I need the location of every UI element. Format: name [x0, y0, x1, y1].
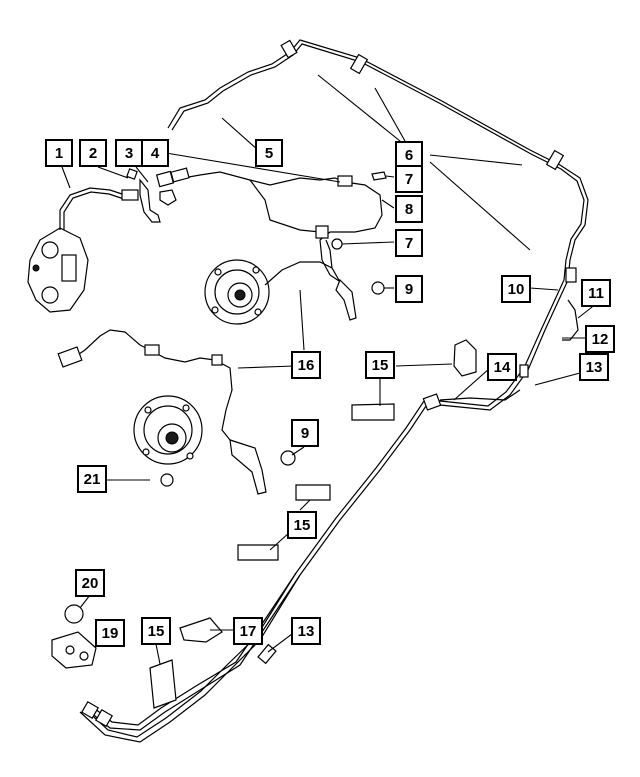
callout-9-lower: 9 — [291, 419, 319, 447]
callout-17-label: 17 — [240, 623, 257, 640]
callout-7-lower: 7 — [395, 229, 423, 257]
callout-13-lower-label: 13 — [298, 623, 315, 640]
callout-17: 17 — [233, 617, 263, 645]
callout-12-label: 12 — [592, 331, 609, 348]
callout-3-label: 3 — [125, 145, 133, 162]
callout-15-middle: 15 — [287, 511, 317, 539]
hub-bearing-lower — [133, 395, 267, 495]
callout-1-label: 1 — [55, 145, 63, 162]
callout-boxes: 1 2 3 4 5 6 7 8 7 9 10 11 12 13 14 15 16… — [45, 139, 615, 647]
callout-2-label: 2 — [89, 145, 97, 162]
retaining-clips — [149, 339, 477, 709]
callout-10-label: 10 — [508, 281, 525, 298]
callout-9-upper-label: 9 — [405, 281, 413, 298]
callout-15-upper: 15 — [365, 351, 395, 379]
callout-19-label: 19 — [102, 625, 119, 642]
callout-9-lower-label: 9 — [301, 425, 309, 442]
brake-caliper — [27, 187, 139, 313]
callout-13-lower: 13 — [291, 617, 321, 645]
callout-15-middle-label: 15 — [294, 517, 311, 534]
callout-6: 6 — [395, 141, 423, 169]
hose-clip-parts — [126, 168, 177, 223]
callout-12: 12 — [585, 325, 615, 353]
callout-21: 21 — [77, 465, 107, 493]
callout-4: 4 — [141, 139, 169, 167]
callout-10: 10 — [501, 275, 531, 303]
callout-1: 1 — [45, 139, 73, 167]
callout-15-lower: 15 — [141, 617, 171, 645]
sensor-wire-upper — [155, 167, 383, 316]
callout-14-label: 14 — [494, 359, 511, 376]
callout-9-upper: 9 — [395, 275, 423, 303]
callout-2: 2 — [79, 139, 107, 167]
callout-19: 19 — [95, 619, 125, 647]
callout-5: 5 — [255, 139, 283, 167]
callout-7-upper: 7 — [395, 165, 423, 193]
callout-21-label: 21 — [84, 471, 101, 488]
callout-6-label: 6 — [405, 147, 413, 164]
callout-8: 8 — [395, 195, 423, 223]
callout-8-label: 8 — [405, 201, 413, 218]
hub-bearing-upper — [204, 239, 357, 325]
callout-11: 11 — [581, 279, 611, 307]
callout-7-upper-label: 7 — [405, 171, 413, 188]
callout-4-label: 4 — [151, 145, 160, 162]
callout-20-label: 20 — [82, 575, 99, 592]
fasteners — [51, 171, 387, 669]
leader-lines — [61, 74, 597, 665]
callout-14: 14 — [487, 353, 517, 381]
callout-11-label: 11 — [588, 285, 604, 302]
callout-5-label: 5 — [265, 145, 273, 162]
callout-16: 16 — [291, 351, 321, 379]
callout-15-upper-label: 15 — [372, 357, 389, 374]
callout-15-lower-label: 15 — [148, 623, 165, 640]
callout-7-lower-label: 7 — [405, 235, 413, 252]
sensor-wire-lower — [57, 329, 256, 451]
callout-3: 3 — [115, 139, 143, 167]
callout-13-upper: 13 — [579, 353, 609, 381]
callout-13-upper-label: 13 — [586, 359, 603, 376]
callout-16-label: 16 — [298, 357, 315, 374]
callout-20: 20 — [75, 569, 105, 597]
